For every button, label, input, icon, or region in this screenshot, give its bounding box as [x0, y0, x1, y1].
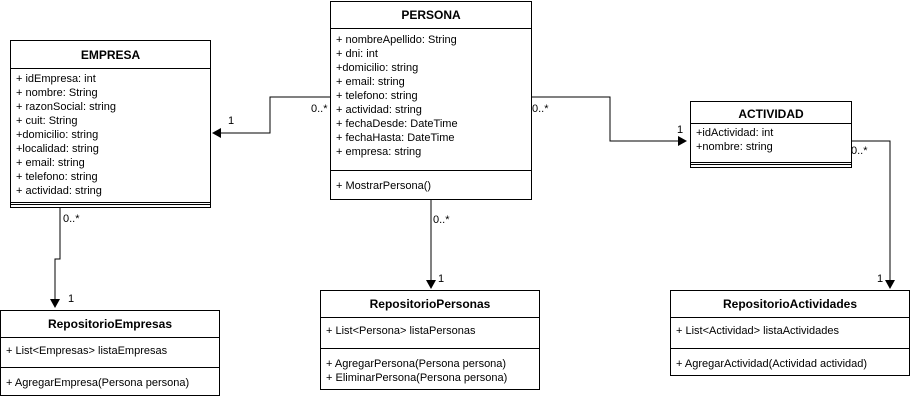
- class-repositorio-personas-name: RepositorioPersonas: [321, 291, 539, 318]
- operation: + AgregarPersona(Persona persona): [326, 358, 507, 370]
- attribute: + actividad: string: [16, 185, 102, 197]
- multiplicity-persona-empresa-source: 0..*: [311, 103, 328, 115]
- edge-persona-actividad: [531, 96, 687, 146]
- class-empresa[interactable]: EMPRESA + idEmpresa: int + nombre: Strin…: [10, 40, 211, 208]
- edge-actividad-repositorio: [851, 140, 895, 289]
- class-empresa-name: EMPRESA: [11, 41, 210, 69]
- multiplicity-persona-actividad-source: 0..*: [532, 103, 549, 115]
- attribute: + List<Actividad> listaActividades: [676, 325, 839, 337]
- class-repositorio-actividades-operations: + AgregarActividad(Actividad actividad): [671, 349, 909, 371]
- class-persona-attributes: + nombreApellido: String + dni: int +dom…: [331, 29, 531, 171]
- class-repositorio-personas-attributes: + List<Persona> listaPersonas: [321, 318, 539, 349]
- operation: + AgregarEmpresa(Persona persona): [6, 377, 190, 389]
- class-repositorio-personas-operations: + AgregarPersona(Persona persona) + Elim…: [321, 349, 539, 385]
- attribute: + telefono: string: [336, 90, 418, 102]
- attribute: + empresa: string: [336, 146, 422, 158]
- multiplicity-persona-repo-target: 1: [438, 273, 445, 285]
- class-empresa-attributes: + idEmpresa: int + nombre: String + razo…: [11, 69, 210, 205]
- attribute: + List<Persona> listaPersonas: [326, 325, 476, 337]
- class-repositorio-empresas-name: RepositorioEmpresas: [1, 311, 219, 338]
- multiplicity-persona-actividad-target: 1: [677, 124, 684, 136]
- attribute: + List<Empresas> listaEmpresas: [6, 345, 168, 357]
- attribute: +domicilio: string: [336, 62, 419, 74]
- class-repositorio-actividades-name: RepositorioActividades: [671, 291, 909, 318]
- attribute: + telefono: string: [16, 171, 98, 183]
- attribute: +localidad: string: [16, 143, 99, 155]
- attribute: + dni: int: [336, 48, 378, 60]
- attribute: + email: string: [16, 157, 85, 169]
- edge-persona-empresa: [212, 96, 330, 138]
- multiplicity-actividad-repo-source: 0..*: [851, 145, 868, 157]
- attribute: +idActividad: int: [696, 127, 774, 139]
- class-persona[interactable]: PERSONA + nombreApellido: String + dni: …: [330, 1, 532, 200]
- attribute: + nombreApellido: String: [336, 34, 457, 46]
- class-repositorio-personas[interactable]: RepositorioPersonas + List<Persona> list…: [320, 290, 540, 390]
- attribute: + nombre: String: [16, 87, 98, 99]
- attribute: +nombre: string: [696, 141, 773, 153]
- multiplicity-empresa-repo-source: 0..*: [63, 213, 80, 225]
- attribute: + idEmpresa: int: [16, 73, 96, 85]
- multiplicity-empresa-repo-target: 1: [68, 293, 75, 305]
- operation: + EliminarPersona(Persona persona): [326, 372, 508, 384]
- class-persona-operations: + MostrarPersona(): [331, 171, 531, 193]
- class-persona-name: PERSONA: [331, 2, 531, 29]
- class-repositorio-empresas[interactable]: RepositorioEmpresas + List<Empresas> lis…: [0, 310, 220, 396]
- attribute: + razonSocial: string: [16, 101, 116, 113]
- attribute: + fechaHasta: DateTime: [336, 132, 455, 144]
- class-actividad-attributes: +idActividad: int +nombre: string: [691, 124, 851, 165]
- operation: + MostrarPersona(): [336, 180, 432, 192]
- attribute: + email: string: [336, 76, 405, 88]
- class-actividad[interactable]: ACTIVIDAD +idActividad: int +nombre: str…: [690, 101, 852, 168]
- multiplicity-persona-repo-source: 0..*: [433, 214, 450, 226]
- class-repositorio-actividades[interactable]: RepositorioActividades + List<Actividad>…: [670, 290, 910, 376]
- edge-empresa-repositorio: [50, 208, 61, 308]
- attribute: + actividad: string: [336, 104, 422, 116]
- class-repositorio-actividades-attributes: + List<Actividad> listaActividades: [671, 318, 909, 349]
- attribute: +domicilio: string: [16, 129, 99, 141]
- operation: + AgregarActividad(Actividad actividad): [676, 358, 868, 370]
- attribute: + fechaDesde: DateTime: [336, 118, 458, 130]
- class-repositorio-empresas-operations: + AgregarEmpresa(Persona persona): [1, 368, 219, 390]
- attribute: + cuit: String: [16, 115, 78, 127]
- class-actividad-name: ACTIVIDAD: [691, 102, 851, 124]
- multiplicity-persona-empresa-target: 1: [228, 115, 235, 127]
- class-repositorio-empresas-attributes: + List<Empresas> listaEmpresas: [1, 338, 219, 368]
- multiplicity-actividad-repo-target: 1: [877, 273, 884, 285]
